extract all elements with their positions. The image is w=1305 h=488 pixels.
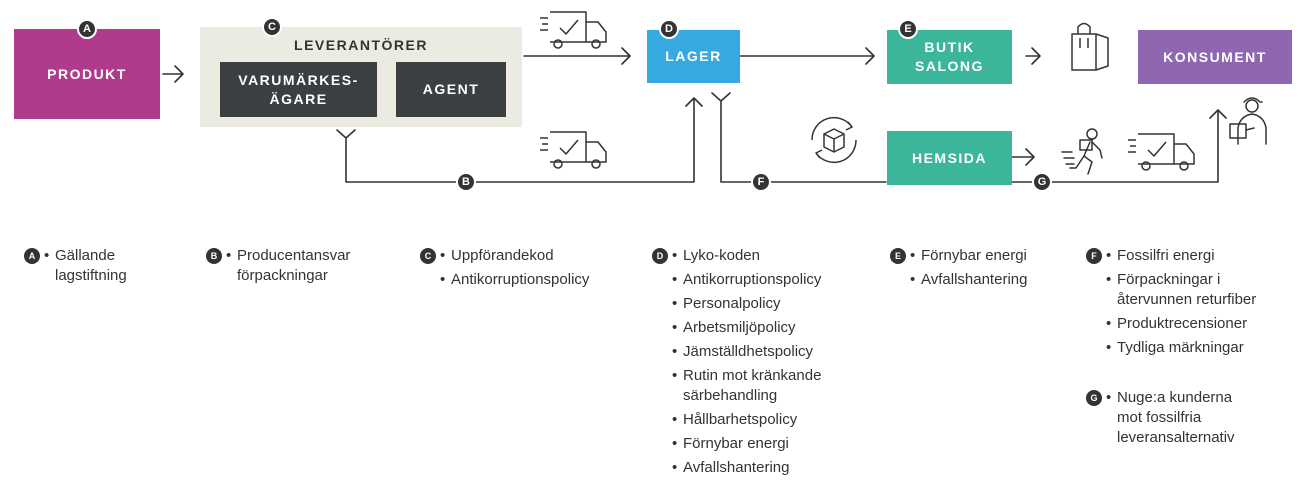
legend-badge-d: D [652, 248, 668, 264]
legend-item: Antikorruptionspolicy [672, 270, 821, 290]
package-rotate-icon [811, 116, 857, 164]
legend-item: Producentansvar förpackningar [226, 246, 350, 286]
legend-c: C Uppförandekod Antikorruptionspolicy [420, 246, 640, 294]
legend-item: Gällande lagstiftning [44, 246, 127, 286]
produkt-label: PRODUKT [47, 65, 127, 82]
arrow-leverantorer-lager [523, 47, 631, 65]
legend-a: A Gällande lagstiftning [24, 246, 184, 290]
arrow-produkt-leverantorer [162, 65, 184, 83]
varumarkesagare-node: VARUMÄRKES- ÄGARE [220, 62, 377, 117]
agent-label: AGENT [422, 81, 480, 97]
legend-badge-g: G [1086, 390, 1102, 406]
agent-node: AGENT [396, 62, 506, 117]
connector-f [711, 92, 887, 183]
butik-node: BUTIK SALONG [887, 30, 1012, 84]
lager-label: LAGER [665, 48, 722, 64]
varumarkesagare-label: VARUMÄRKES- ÄGARE [238, 71, 359, 107]
konsument-label: KONSUMENT [1163, 48, 1267, 65]
legend-item: Förnybar energi [672, 434, 821, 454]
connector-g [1011, 109, 1227, 183]
legend-badge-e: E [890, 248, 906, 264]
hemsida-node: HEMSIDA [887, 131, 1012, 185]
arrow-lager-butik [739, 47, 875, 65]
legend-item: Förnybar energi [910, 246, 1027, 266]
arrow-butik-bag [1025, 47, 1041, 65]
produkt-node: PRODUKT [14, 29, 160, 119]
legend-badge-b: B [206, 248, 222, 264]
badge-e: E [898, 19, 918, 39]
legend-g: G Nuge:a kunderna mot fossilfria leveran… [1086, 388, 1301, 452]
badge-c: C [262, 17, 282, 37]
legend-item: Produktrecensioner [1106, 314, 1256, 334]
courier-runner-icon [1061, 128, 1103, 175]
connector-b [336, 97, 703, 183]
legend-item: Rutin mot kränkande särbehandling [672, 366, 821, 406]
legend-e: E Förnybar energi Avfallshantering [890, 246, 1080, 294]
leverantorer-title: LEVERANTÖRER [294, 37, 428, 53]
legend-badge-c: C [420, 248, 436, 264]
badge-f: F [751, 172, 771, 192]
legend-item: Hållbarhetspolicy [672, 410, 821, 430]
legend-item: Uppförandekod [440, 246, 589, 266]
legend-badge-a: A [24, 248, 40, 264]
legend-f: F Fossilfri energi Förpackningar i återv… [1086, 246, 1301, 362]
arrow-hemsida-g [1011, 148, 1035, 166]
legend-item: Jämställdhetspolicy [672, 342, 821, 362]
legend-b: B Producentansvar förpackningar [206, 246, 406, 290]
badge-g: G [1032, 172, 1052, 192]
legend-badge-f: F [1086, 248, 1102, 264]
legend-item: Antikorruptionspolicy [440, 270, 589, 290]
badge-b: B [456, 172, 476, 192]
hemsida-label: HEMSIDA [911, 149, 988, 166]
butik-label: BUTIK SALONG [915, 39, 984, 74]
delivery-truck-icon [1128, 133, 1195, 171]
badge-a: A [77, 19, 97, 39]
legend-item: Tydliga märkningar [1106, 338, 1256, 358]
delivery-person-icon [1229, 97, 1267, 145]
legend-item: Förpackningar i återvunnen returfiber [1106, 270, 1256, 310]
legend-item: Avfallshantering [672, 458, 821, 478]
legend-item: Arbetsmiljöpolicy [672, 318, 821, 338]
legend-d: D Lyko-koden Antikorruptionspolicy Perso… [652, 246, 872, 482]
badge-d: D [659, 19, 679, 39]
legend-item: Personalpolicy [672, 294, 821, 314]
delivery-truck-icon [540, 131, 607, 169]
delivery-truck-icon [540, 11, 607, 49]
konsument-node: KONSUMENT [1138, 30, 1292, 84]
shopping-bag-icon [1071, 22, 1109, 71]
legend-item: Lyko-koden [672, 246, 821, 266]
legend-item: Nuge:a kunderna mot fossilfria leveransa… [1106, 388, 1235, 448]
legend-item: Avfallshantering [910, 270, 1027, 290]
lager-node: LAGER [647, 30, 740, 83]
leverantorer-group: LEVERANTÖRER VARUMÄRKES- ÄGARE AGENT [200, 27, 522, 127]
legend-item: Fossilfri energi [1106, 246, 1256, 266]
flow-connectors [162, 11, 1267, 183]
